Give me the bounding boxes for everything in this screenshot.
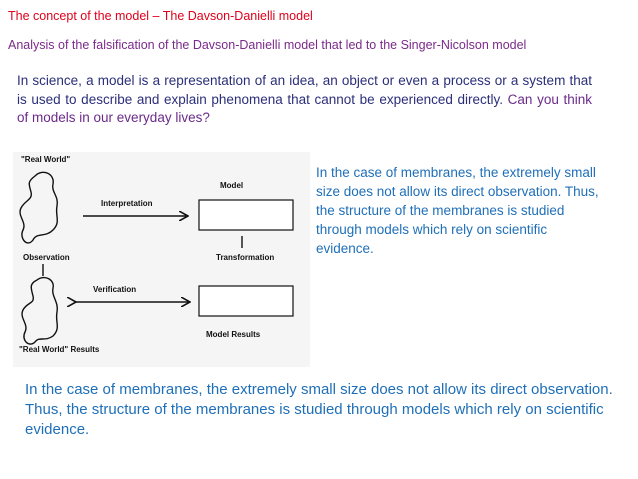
intro-question: Can you think of models in our everyday … (17, 91, 592, 126)
real-world-blob-bottom (21, 276, 59, 345)
label-transformation: Transformation (216, 253, 274, 262)
label-observation: Observation (23, 253, 70, 262)
bottom-paragraph: In the case of membranes, the extremely … (25, 381, 613, 438)
label-real-world-results: "Real World" Results (19, 345, 100, 354)
page-subtitle: Analysis of the falsification of the Dav… (8, 38, 527, 52)
real-world-blob-top (19, 171, 59, 244)
side-paragraph: In the case of membranes, the extremely … (316, 165, 599, 256)
label-model-results: Model Results (206, 330, 261, 339)
model-results-box (198, 285, 294, 317)
intro-paragraph: In science, a model is a representation … (17, 72, 592, 128)
label-real-world: "Real World" (21, 155, 70, 164)
model-box (198, 199, 294, 231)
page-title: The concept of the model – The Davson-Da… (8, 9, 313, 23)
model-diagram: "Real World" Interpretation Model Observ… (13, 152, 310, 367)
intro-text: In science, a model is a representation … (17, 73, 592, 107)
label-interpretation: Interpretation (101, 199, 153, 208)
label-verification: Verification (93, 285, 136, 294)
label-model: Model (220, 181, 243, 190)
